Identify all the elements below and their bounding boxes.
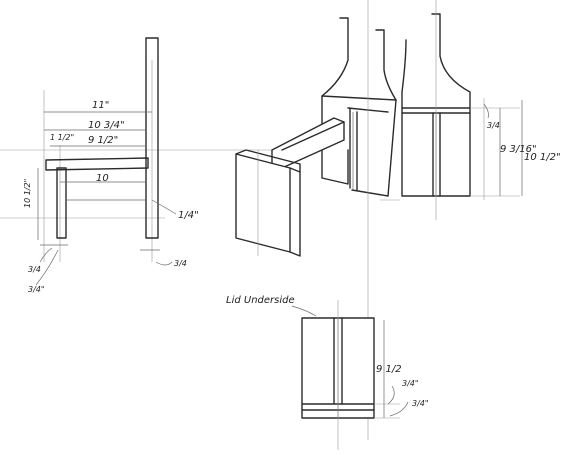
lid-title: Lid Underside bbox=[226, 295, 295, 306]
side-elevation: 11" 10 3/4" 1 1/2" 9 1/2" 10 10 1/2" 1/4… bbox=[0, 37, 300, 294]
dim-front-height-a: 9 3/16" bbox=[500, 144, 537, 155]
dim-side-back: 3/4 bbox=[174, 259, 187, 268]
dim-lid-b: 3/4" bbox=[412, 399, 429, 408]
dim-side-leg-a: 3/4 bbox=[28, 265, 41, 274]
dim-side-post: 1/4" bbox=[178, 210, 199, 221]
dim-side-seat: 10 bbox=[96, 173, 109, 184]
seat-board bbox=[45, 157, 149, 171]
iso-upright bbox=[321, 17, 349, 185]
dim-side-small: 1 1/2" bbox=[50, 133, 74, 142]
dim-front-small: 3/4 bbox=[487, 121, 500, 130]
dim-lid-height: 9 1/2 bbox=[376, 364, 402, 375]
isometric-view bbox=[235, 0, 400, 440]
dim-front-height-b: 10 1/2" bbox=[524, 152, 561, 163]
dim-side-mid-width: 10 3/4" bbox=[88, 120, 125, 131]
lid-underside-view: Lid Underside 9 1/2 3/4" 3/4" bbox=[226, 295, 429, 450]
front-elevation: 3/4 9 3/16" 10 1/2" bbox=[401, 0, 561, 220]
dim-side-top-width: 11" bbox=[92, 100, 109, 111]
front-leg bbox=[56, 167, 67, 239]
back-post bbox=[145, 37, 159, 239]
dim-side-leg-b: 3/4" bbox=[28, 285, 45, 294]
dim-lid-a: 3/4" bbox=[402, 379, 419, 388]
dim-side-height: 10 1/2" bbox=[23, 179, 32, 208]
dim-side-inner-width: 9 1/2" bbox=[88, 135, 118, 146]
